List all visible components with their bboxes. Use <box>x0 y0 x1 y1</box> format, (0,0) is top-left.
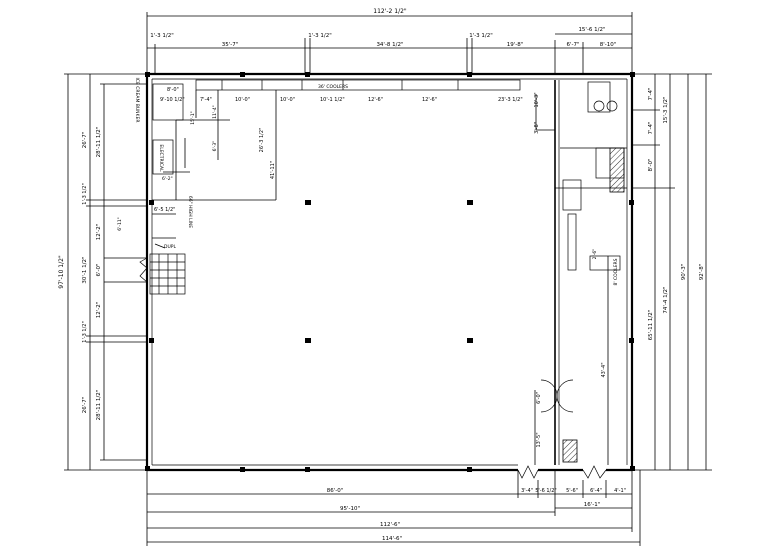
dim-bottom-small-3: 5'-6" <box>566 488 578 494</box>
interior-dimensions: 8'-0" 9'-10 1/2" 7'-4" 10'-0" 10'-0" 10'… <box>117 87 607 448</box>
dim-int-16: 6'-5 1/2" <box>154 207 175 213</box>
right-dimensions: 7'-4" 15'-3 1/2" 7'-4" 8'-0" 74'-4 1/2" … <box>632 73 712 471</box>
dim-left-c2: 26'-7" <box>82 397 88 414</box>
dim-int-17: 6'-11" <box>117 217 123 231</box>
dim-int-15: 6'-2" <box>162 176 173 182</box>
room-labels: 36' COOLERS ICE CREAM BUNKER ELECTRICAL … <box>134 78 619 286</box>
dim-int-5: 10'-0" <box>280 97 295 103</box>
top-dimensions: 112'-2 1/2" 1'-3 1/2" 35'-7" 1'-3 1/2" 3… <box>146 8 633 74</box>
dim-int-3: 7'-4" <box>200 97 212 103</box>
dim-top-1: 1'-3 1/2" <box>150 33 174 39</box>
dim-left-overall: 97'-10 1/2" <box>58 255 65 289</box>
dim-int-4: 10'-0" <box>235 97 250 103</box>
structural-columns <box>145 72 635 472</box>
label-dupl: DUPL <box>164 244 176 250</box>
dim-top-2: 35'-7" <box>222 42 239 48</box>
dim-int-22: 6'-0" <box>536 392 542 404</box>
dim-int-7: 12'-6" <box>368 97 383 103</box>
dim-int-19: 3'-8" <box>534 122 540 134</box>
dim-left-b4: 6'-0" <box>96 263 102 276</box>
dim-left-b5: 12'-2" <box>96 302 102 319</box>
dim-top-3: 1'-3 1/2" <box>308 33 332 39</box>
dim-right-b: 15'-3 1/2" <box>663 96 669 123</box>
bottom-dimensions: 86'-0" 95'-10" 112'-6" 114'-6" 3'-4" 5'-… <box>146 470 641 546</box>
dim-top-overall: 112'-2 1/2" <box>373 8 407 15</box>
dim-int-12: 26'-3 1/2" <box>259 128 265 153</box>
interior-guides <box>149 90 609 465</box>
dim-top-right-group: 15'-6 1/2" <box>578 27 605 33</box>
dim-right-f: 65'-11 1/2" <box>648 310 654 341</box>
left-dimensions: 97'-10 1/2" 26'-7" 28'-11 1/2" 1'-3 1/2"… <box>58 73 147 471</box>
dim-bottom-right-group: 16'-1" <box>584 502 601 508</box>
back-room-partition <box>540 80 627 465</box>
dim-bottom-2: 95'-10" <box>340 506 360 512</box>
dim-int-11: 11'-4" <box>212 105 218 119</box>
dim-int-8: 12'-6" <box>422 97 437 103</box>
dim-int-6: 10'-1 1/2" <box>320 97 345 103</box>
dim-int-20: 2'-6" <box>592 249 598 260</box>
dim-left-a2: 28'-11 1/2" <box>96 127 102 158</box>
dim-int-10: 15'-1" <box>190 111 196 125</box>
dim-right-d: 8'-0" <box>648 158 654 171</box>
dim-bottom-4: 114'-6" <box>382 536 402 542</box>
dim-left-b2: 12'-2" <box>96 224 102 241</box>
dim-int-18: 10'-3" <box>534 92 540 107</box>
dim-right-e: 74'-4 1/2" <box>663 286 669 313</box>
dim-top-right-b: 8'-10" <box>600 42 617 48</box>
dim-right-g: 90'-3" <box>681 264 687 281</box>
dim-right-h: 92'-8" <box>699 264 705 281</box>
dim-int-13: 41'-11" <box>270 161 276 179</box>
dim-int-14: 6'-3" <box>212 141 218 152</box>
dim-int-9: 23'-3 1/2" <box>498 97 523 103</box>
dim-top-5: 1'-3 1/2" <box>469 33 493 39</box>
dim-left-a1: 26'-7" <box>82 132 88 149</box>
dim-bottom-1: 86'-0" <box>327 488 344 494</box>
dim-int-21: 43'-4" <box>601 362 607 377</box>
dim-top-right-a: 6'-7" <box>566 42 579 48</box>
dim-top-6: 19'-8" <box>507 42 524 48</box>
dim-bottom-small-4: 6'-4" <box>590 488 602 494</box>
label-coolers: 36' COOLERS <box>318 84 348 90</box>
label-high-line: 66" HIGH LINE <box>187 196 193 228</box>
dim-bottom-3: 112'-6" <box>380 522 400 528</box>
building-walls <box>139 72 634 479</box>
dim-left-c3: 28'-11 1/2" <box>96 390 102 421</box>
label-electrical: ELECTRICAL <box>158 144 164 172</box>
label-coolers-side: 8' COOLERS <box>613 258 619 285</box>
dim-right-a: 7'-4" <box>648 87 654 100</box>
dim-bottom-small-1: 3'-4" <box>521 488 533 494</box>
label-ice-cream: ICE CREAM BUNKER <box>134 78 140 123</box>
dim-bottom-small-5: 4'-1" <box>614 488 626 494</box>
dim-left-c1: 1'-3 1/2" <box>82 321 88 342</box>
dim-int-2: 9'-10 1/2" <box>160 97 185 103</box>
dim-left-b1: 1'-3 1/2" <box>82 183 88 204</box>
dim-top-4: 34'-8 1/2" <box>376 42 403 48</box>
dim-int-23: 13'-5" <box>536 432 542 447</box>
dim-right-c: 7'-4" <box>648 121 654 134</box>
cooler-line <box>152 79 521 175</box>
dim-bottom-small-2: 5'-6 1/2" <box>535 488 556 494</box>
dim-int-1: 8'-0" <box>167 87 179 93</box>
dim-left-b3: 30'-1 1/2" <box>82 256 88 283</box>
